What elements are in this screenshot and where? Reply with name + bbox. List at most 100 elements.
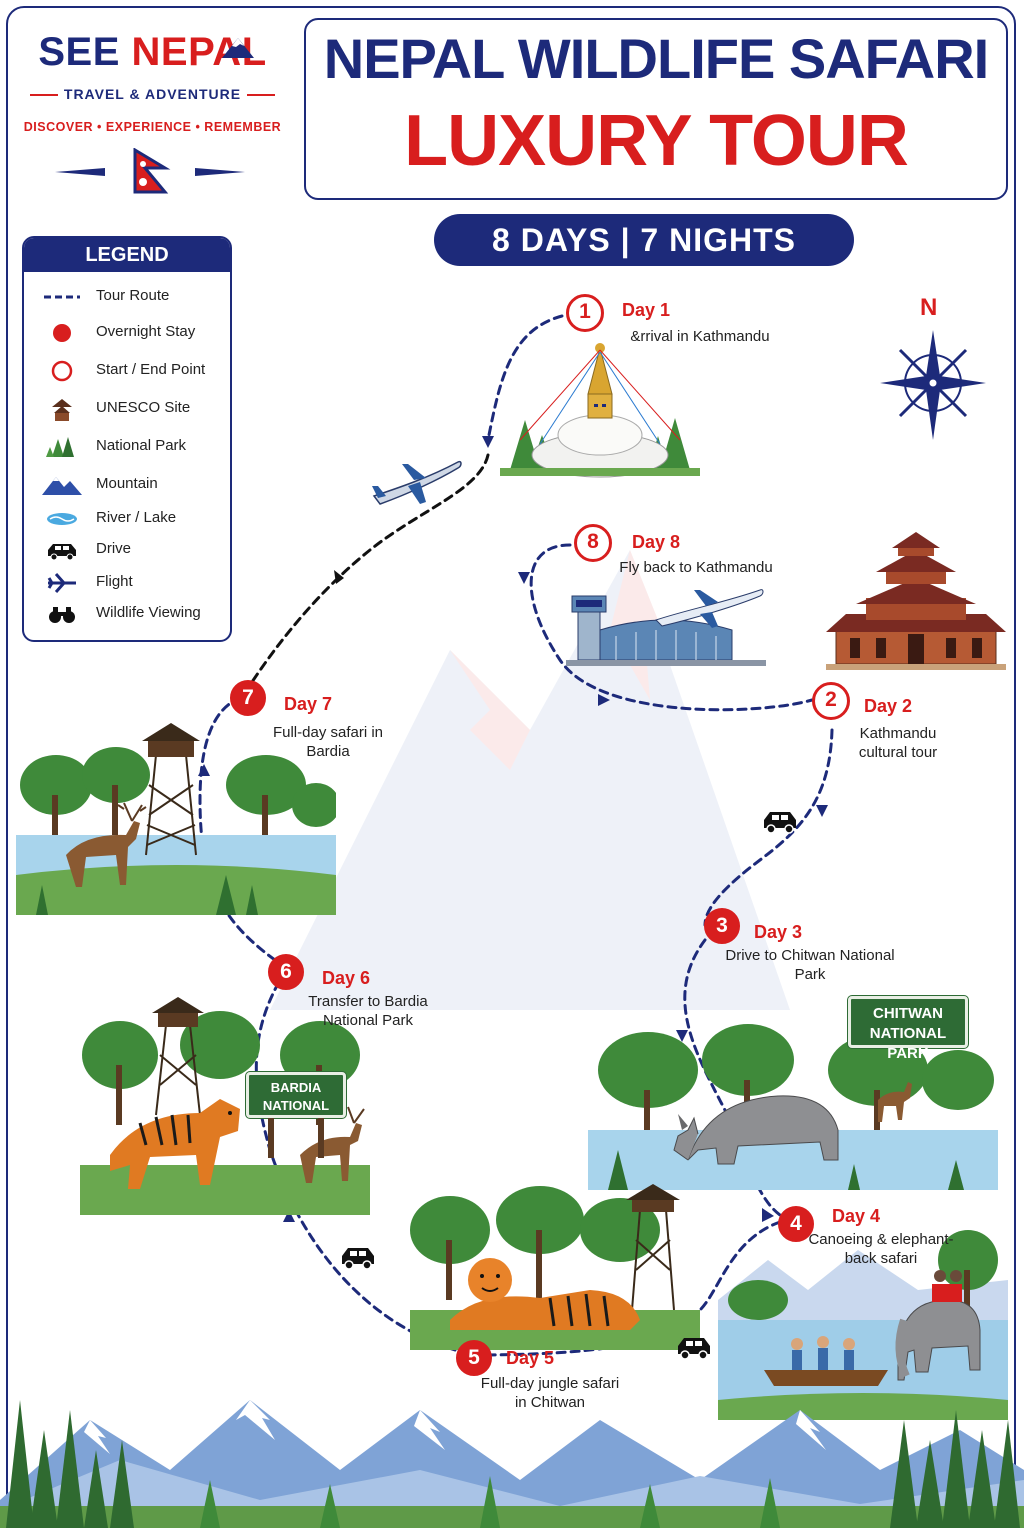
plane-icon bbox=[47, 573, 76, 593]
nepal-flag-icon bbox=[55, 148, 245, 194]
legend-item: Overnight Stay bbox=[24, 318, 230, 348]
day-1-label: Day 1 bbox=[622, 300, 671, 320]
route-day6-to-day7 bbox=[198, 698, 277, 962]
brand-subtitle: TRAVEL & ADVENTURE bbox=[63, 86, 242, 102]
day-4-marker: 4 bbox=[778, 1206, 814, 1242]
route-arrow bbox=[198, 764, 210, 776]
day-7-label: Day 7 bbox=[284, 694, 333, 714]
temple-icon bbox=[52, 399, 72, 421]
route-arrow bbox=[283, 1210, 295, 1222]
canoe-elephant-scene-illustration bbox=[718, 1230, 1008, 1420]
day-7-desc: Full-day safari in Bardia bbox=[272, 724, 384, 760]
legend-label: Overnight Stay bbox=[96, 323, 196, 340]
chitwan-tiger-scene-illustration bbox=[410, 1184, 700, 1350]
day-1-marker: 1 bbox=[566, 294, 604, 332]
red-ring-icon bbox=[51, 360, 73, 382]
compass-rose-icon bbox=[880, 330, 986, 440]
route-arrow bbox=[676, 1030, 688, 1042]
route-arrow bbox=[762, 1208, 774, 1222]
day-1-desc: &rrival in Kathmandu bbox=[630, 328, 770, 345]
day-2-desc: Kathmandu cultural tour bbox=[858, 725, 938, 761]
day-3-marker: 3 bbox=[704, 908, 740, 944]
route-flight-segment bbox=[250, 453, 490, 684]
brand-name-see: SEE bbox=[38, 30, 120, 74]
chitwan-park-sign: CHITWAN NATIONAL PARK bbox=[848, 996, 968, 1062]
bardia-park-sign: BARDIA NATIONAL PARK bbox=[246, 1072, 346, 1131]
title-box bbox=[304, 18, 1008, 200]
dashed-route-icon bbox=[44, 295, 80, 299]
day-4-label: Day 4 bbox=[832, 1206, 881, 1226]
legend-item: Drive bbox=[24, 535, 230, 565]
trees-icon bbox=[46, 437, 74, 457]
legend-label: Drive bbox=[96, 540, 132, 557]
legend-item: Start / End Point bbox=[24, 356, 230, 386]
brand-divider bbox=[30, 94, 275, 96]
boudhanath-stupa-illustration bbox=[500, 343, 700, 478]
legend-label: Start / End Point bbox=[96, 361, 206, 378]
legend-label: UNESCO Site bbox=[96, 399, 191, 416]
car-icon bbox=[342, 1248, 374, 1270]
red-dot-icon bbox=[53, 324, 71, 342]
binoculars-icon bbox=[49, 607, 75, 623]
day-7-marker: 7 bbox=[230, 680, 266, 716]
compass-north-label: N bbox=[920, 294, 938, 321]
route-arrow bbox=[816, 805, 828, 817]
bardia-tiger-scene-illustration bbox=[80, 997, 370, 1215]
car-icon bbox=[678, 1338, 710, 1360]
legend-item: Tour Route bbox=[24, 282, 230, 312]
legend-title: LEGEND bbox=[24, 238, 230, 272]
route-arrow bbox=[482, 436, 494, 448]
legend-label: National Park bbox=[96, 437, 187, 454]
legend-item: Wildlife Viewing bbox=[24, 599, 230, 629]
route-day2-to-day3 bbox=[703, 728, 834, 927]
route-day5-to-day6 bbox=[254, 973, 457, 1352]
route-day3-to-day4 bbox=[683, 938, 782, 1217]
legend-label: Wildlife Viewing bbox=[96, 604, 201, 621]
chitwan-rhino-scene-illustration bbox=[588, 1024, 998, 1190]
bardia-deer-scene-illustration bbox=[16, 723, 336, 915]
route-day8-to-day2 bbox=[529, 543, 814, 712]
car-icon bbox=[764, 812, 796, 834]
route-arrow bbox=[334, 570, 344, 584]
legend-label: Flight bbox=[96, 573, 133, 590]
day-6-marker: 6 bbox=[268, 954, 304, 990]
car-icon bbox=[48, 544, 76, 561]
day-8-label: Day 8 bbox=[632, 532, 681, 552]
duration-badge: 8 DAYS | 7 NIGHTS bbox=[434, 214, 854, 266]
route-arrow bbox=[598, 694, 610, 706]
page-subtitle: LUXURY TOUR bbox=[404, 101, 909, 181]
day-8-desc: Fly back to Kathmandu bbox=[619, 559, 773, 576]
legend-item: Flight bbox=[24, 568, 230, 598]
river-icon bbox=[47, 513, 77, 525]
day-3-label: Day 3 bbox=[754, 922, 803, 942]
airport-illustration bbox=[566, 589, 766, 666]
bardia-sign-text: BARDIA NATIONAL PARK bbox=[262, 1080, 330, 1131]
mountain-forest-footer-illustration bbox=[0, 1400, 1024, 1528]
day-2-marker: 2 bbox=[812, 682, 850, 720]
legend-item: Mountain bbox=[24, 470, 230, 500]
plane-icon bbox=[372, 460, 462, 505]
mountain-icon bbox=[42, 477, 82, 495]
page-title: NEPAL WILDLIFE SAFARI bbox=[323, 27, 989, 90]
legend-label: Mountain bbox=[96, 475, 158, 492]
legend-label: River / Lake bbox=[96, 509, 177, 526]
day-2-label: Day 2 bbox=[864, 696, 913, 716]
chitwan-sign-text: CHITWAN NATIONAL PARK bbox=[869, 1005, 947, 1062]
day-8-marker: 8 bbox=[574, 524, 612, 562]
legend-label: Tour Route bbox=[96, 287, 170, 304]
bardia-sign-posts bbox=[268, 1118, 324, 1158]
route-day1-segment bbox=[486, 314, 564, 442]
brand-peak-icon bbox=[222, 38, 254, 58]
day-5-label: Day 5 bbox=[506, 1348, 555, 1368]
route-arrow bbox=[518, 572, 530, 584]
legend-item: National Park bbox=[24, 432, 230, 462]
brand-logo: SEE NEPAL bbox=[20, 30, 285, 75]
day-4-desc: Canoeing & elephant-back safari bbox=[808, 1231, 954, 1267]
pagoda-temple-illustration bbox=[826, 532, 1006, 670]
day-5-desc: Full-day jungle safari in Chitwan bbox=[480, 1375, 620, 1411]
day-6-label: Day 6 bbox=[322, 968, 371, 988]
brand-tagline: DISCOVER • EXPERIENCE • REMEMBER bbox=[23, 120, 282, 134]
legend-panel: LEGEND Tour Route Overnight Stay Start /… bbox=[22, 236, 232, 642]
legend-item: River / Lake bbox=[24, 504, 230, 534]
